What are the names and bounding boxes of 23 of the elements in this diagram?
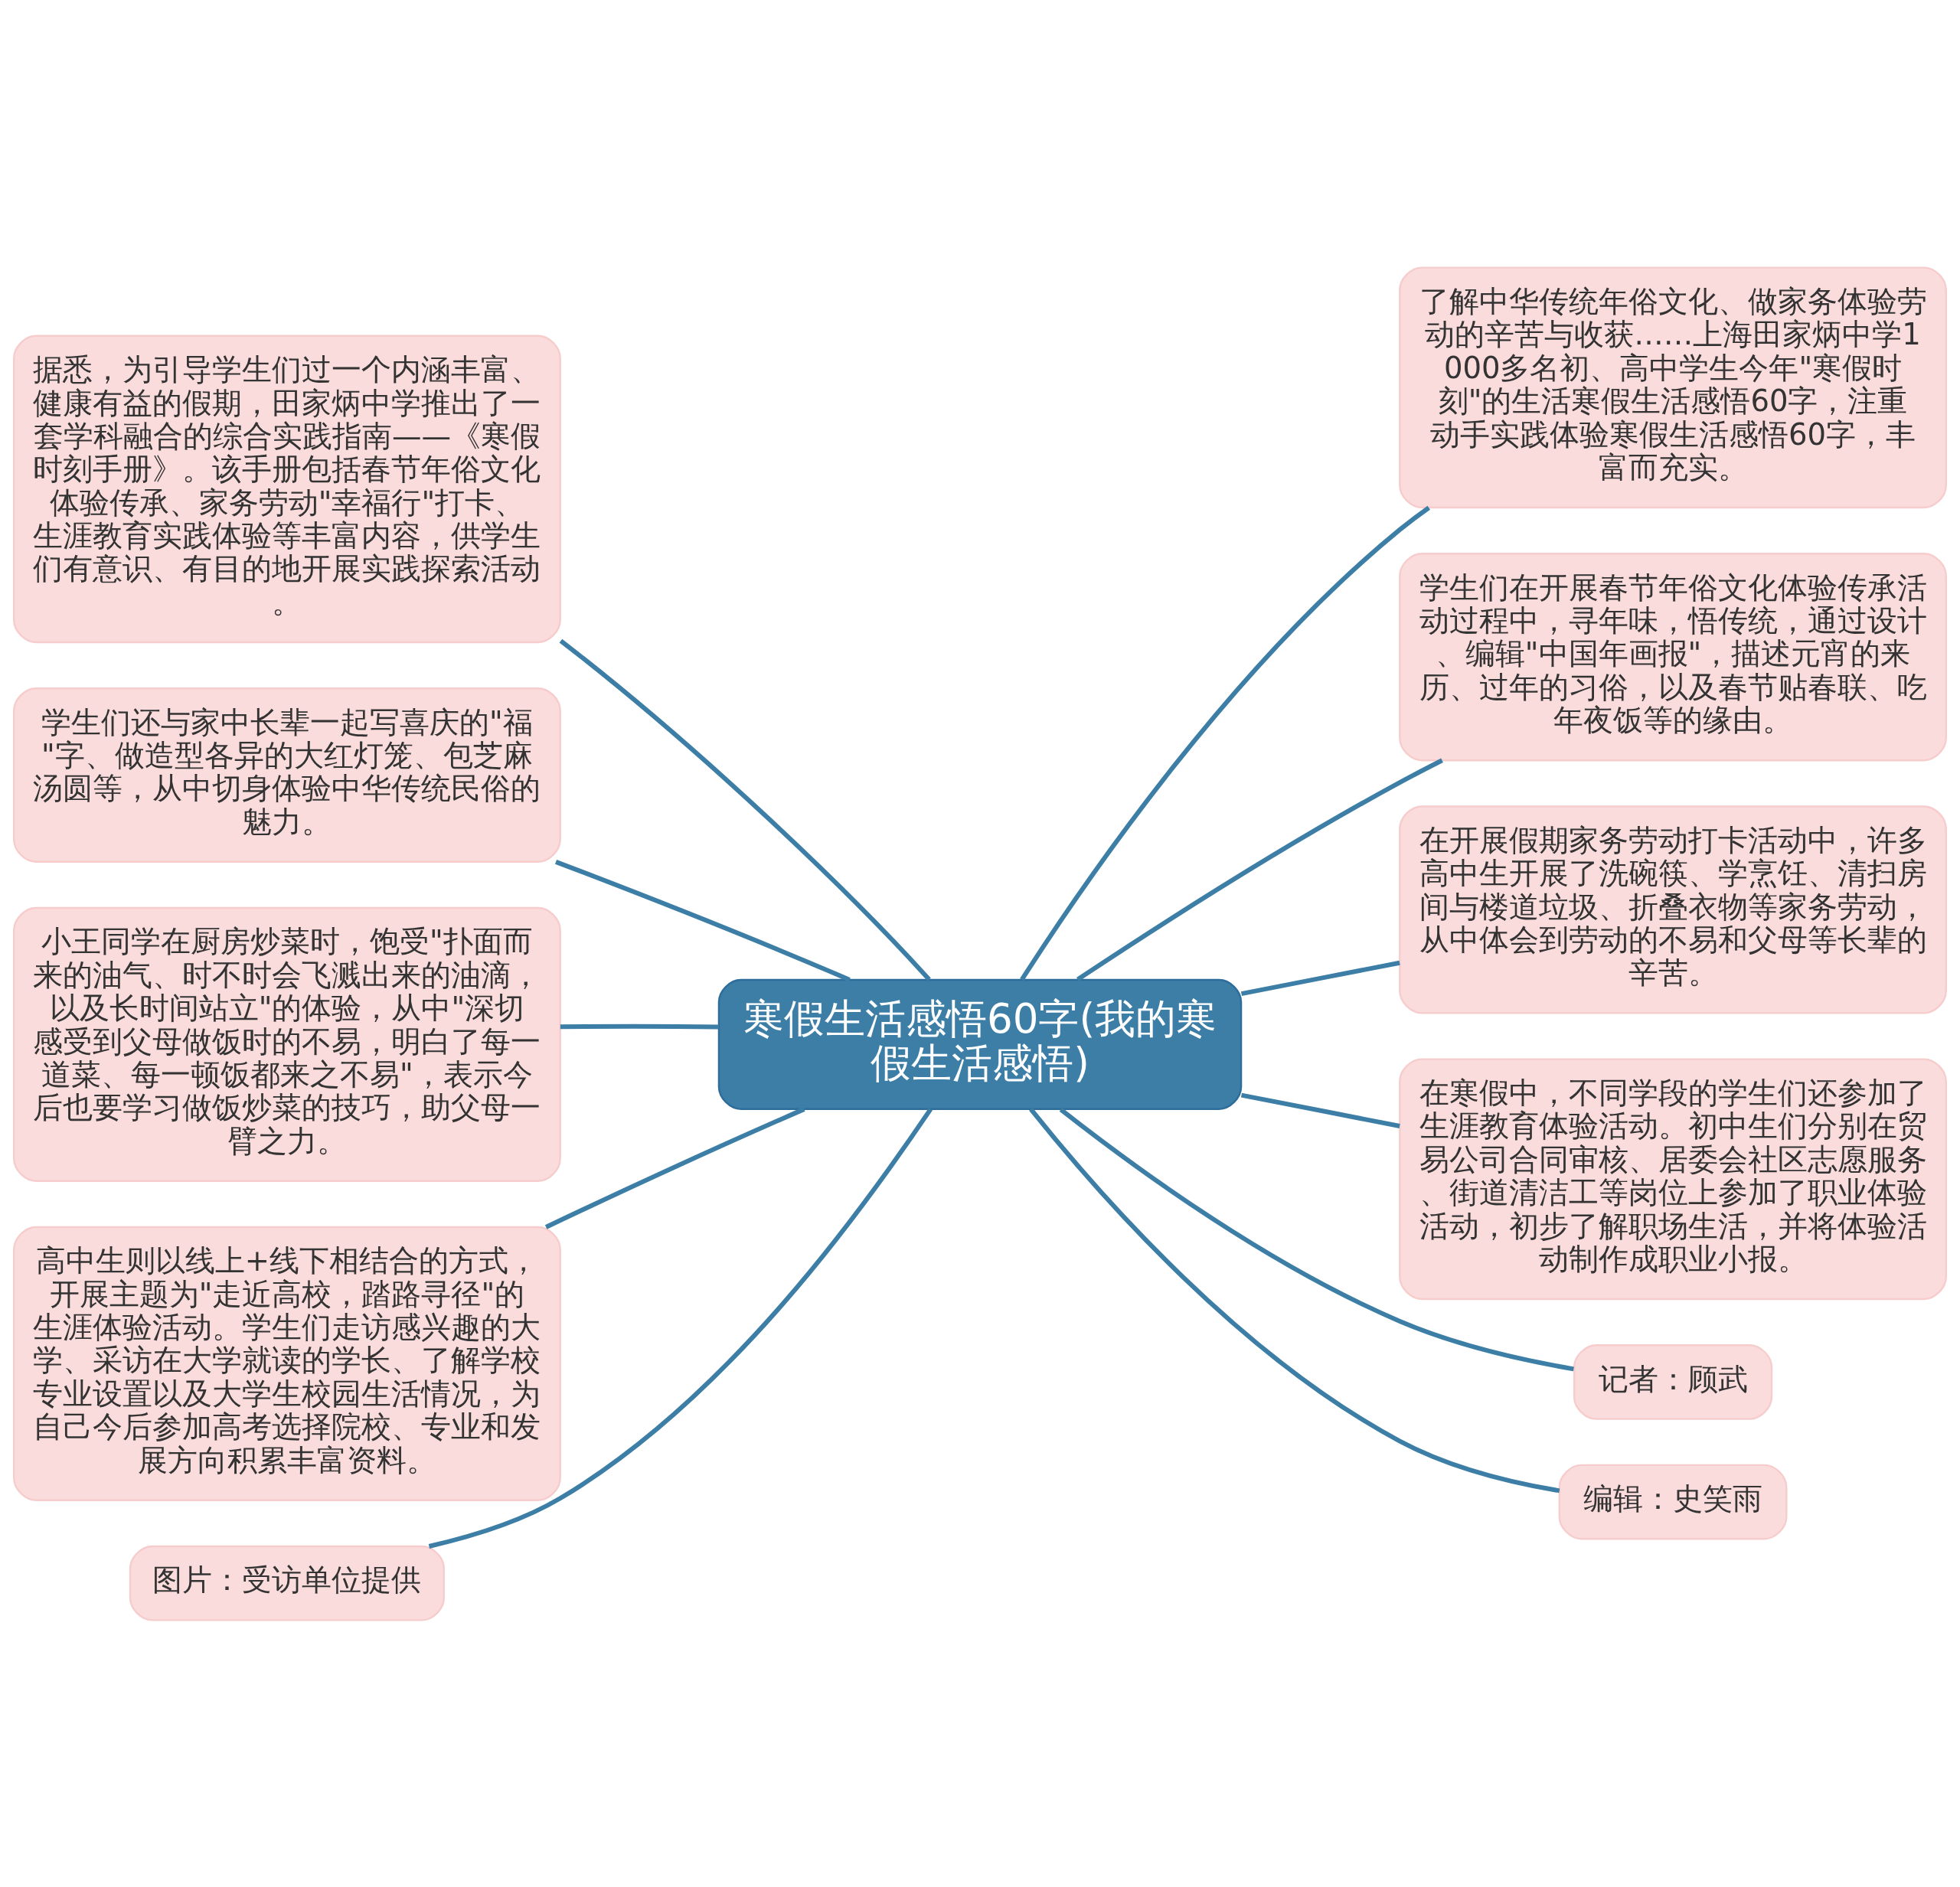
node-box: 在寒假中，不同学段的学生们还参加了生涯教育体验活动。初中生们分别在贸易公司合同审核、居委会社区志愿服务、街道清洁工等岗位上参加了职业体验活动，初步了解职场生活，并将体验活动制作成职业小报。 — [1399, 1057, 1947, 1300]
node-box: 据悉，为引导学生们过一个内涵丰富、健康有益的假期，田家炳中学推出了一套学科融合的综合实践指南——《寒假时刻手册》。该手册包括春节年俗文化体验传承、家务劳动"幸福行"打卡、生涯教育实践体验等丰富内容，供学生们有意识、有目的地开展实践探索活动。 — [13, 335, 561, 643]
connector — [560, 1023, 719, 1030]
connector — [1240, 960, 1400, 996]
node-box: 学生们还与家中长辈一起写喜庆的"福"字、做造型各异的大红灯笼、包芝麻汤圆等，从中切身体验中华传统民俗的魅力。 — [13, 687, 561, 863]
connector — [1059, 1107, 1574, 1371]
node-box: 学生们在开展春节年俗文化体验传承活动过程中，寻年味，悟传统，通过设计、编辑"中国年画报"，描述元宵的来历、过年的习俗，以及春节贴春联、吃年夜饭等的缘由。 — [1399, 552, 1947, 761]
node-box: 高中生则以线上+线下相结合的方式，开展主题为"走近高校，踏路寻径"的生涯体验活动。学生们走访感兴趣的大学、采访在大学就读的学长、了解学校专业设置以及大学生校园生活情况，为自己今后参加高考选择院校、专业和发展方向积累丰富资料。 — [13, 1226, 561, 1501]
node-box: 小王同学在厨房炒菜时，饱受"扑面而来的油气、时不时会飞溅出来的油滴，以及长时间站立"的体验，从中"深切感受到父母做饭时的不易，明白了每一道菜、每一顿饭都来之不易"，表示今后也要学习做饭炒菜的技巧，助父母一臂之力。 — [13, 906, 561, 1182]
connector — [1020, 505, 1430, 981]
connector — [554, 859, 851, 982]
connector — [1029, 1107, 1560, 1493]
connector — [428, 1107, 933, 1549]
connector — [544, 1106, 805, 1229]
node-box: 了解中华传统年俗文化、做家务体验劳动的辛苦与收获……上海田家炳中学1000多名初、高中学生今年"寒假时刻"的生活寒假生活感悟60字，注重动手实践体验寒假生活感悟60字，丰富而充实。 — [1399, 266, 1947, 508]
connector — [1240, 1092, 1400, 1128]
node-box: 在开展假期家务劳动打卡活动中，许多高中生开展了洗碗筷、学烹饪、清扫房间与楼道垃圾、折叠衣物等家务劳动，从中体会到劳动的不易和父母等长辈的辛苦。 — [1399, 805, 1947, 1014]
node-box: 编辑：史笑雨 — [1558, 1464, 1788, 1539]
node-box: 图片：受访单位提供 — [129, 1545, 446, 1621]
connector — [1076, 758, 1443, 981]
connector — [559, 638, 931, 981]
node-box: 记者：顾武 — [1573, 1343, 1773, 1420]
node-box: 寒假生活感悟60字(我的寒假生活感悟) — [717, 978, 1243, 1110]
